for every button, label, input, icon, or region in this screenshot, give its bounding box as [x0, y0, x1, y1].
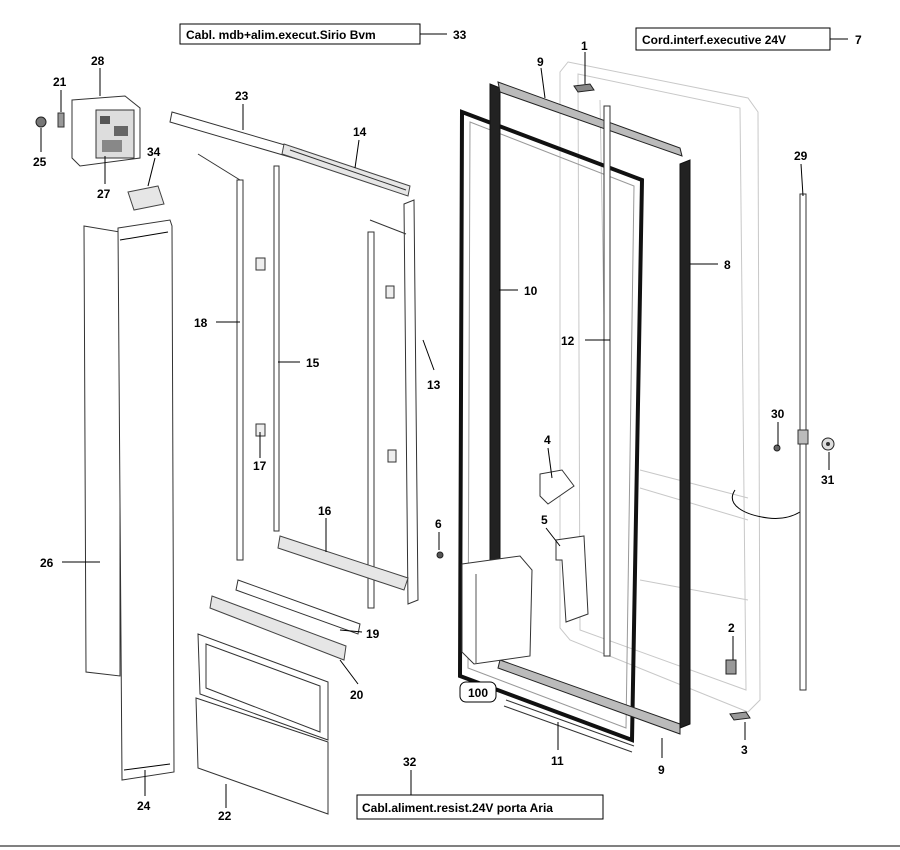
label-12: 12 — [561, 334, 575, 348]
label-21: 21 — [53, 75, 67, 89]
profile-part-14 — [281, 143, 411, 197]
bracket-part-2 — [725, 659, 737, 675]
kickplate-part-22 — [195, 697, 329, 815]
control-board-part-28 — [71, 95, 141, 167]
label-10: 10 — [524, 284, 538, 298]
callout-32: Cabl.aliment.resist.24V porta Aria 32 — [356, 755, 604, 820]
side-panel-part-26 — [83, 225, 121, 677]
label-16: 16 — [318, 504, 332, 518]
label-31: 31 — [821, 473, 835, 487]
label-9-bottom: 9 — [658, 763, 665, 777]
profile-part-11 — [503, 699, 635, 753]
clip-part-3 — [729, 711, 751, 721]
label-17: 17 — [253, 459, 267, 473]
callout-7: Cord.interf.executive 24V 7 — [635, 27, 862, 51]
label-2: 2 — [728, 621, 735, 635]
label-26: 26 — [40, 556, 54, 570]
label-3: 3 — [741, 743, 748, 757]
rod-part-18 — [197, 153, 244, 561]
label-18: 18 — [194, 316, 208, 330]
label-14: 14 — [353, 125, 367, 139]
callout-33-text: Cabl. mdb+alim.execut.Sirio Bvm — [186, 28, 376, 42]
gasket-part-8 — [679, 159, 691, 729]
label-11: 11 — [551, 754, 564, 768]
screw-part-30 — [773, 444, 781, 452]
gasket-part-9-top — [489, 81, 683, 661]
callout-33: Cabl. mdb+alim.execut.Sirio Bvm 33 — [179, 23, 467, 45]
side-panel-part-24 — [117, 219, 175, 781]
label-27: 27 — [97, 187, 111, 201]
nut-part-25 — [35, 116, 47, 128]
label-19: 19 — [366, 627, 380, 641]
label-29: 29 — [794, 149, 808, 163]
screw-part-6 — [436, 551, 444, 559]
callout-7-text: Cord.interf.executive 24V — [642, 33, 786, 47]
hinge-rod-part-29 — [797, 193, 809, 691]
label-13: 13 — [427, 378, 441, 392]
hinge-part-1 — [573, 83, 595, 93]
label-23: 23 — [235, 89, 249, 103]
label-30: 30 — [771, 407, 785, 421]
label-9-top: 9 — [537, 55, 544, 69]
bracket-part-5 — [555, 535, 589, 623]
label-5: 5 — [541, 513, 548, 527]
profile-part-20 — [209, 595, 347, 661]
gasket-part-9-bottom — [497, 659, 681, 735]
label-6: 6 — [435, 517, 442, 531]
label-15: 15 — [306, 356, 320, 370]
label-33: 33 — [453, 28, 467, 42]
label-34: 34 — [147, 145, 161, 159]
connector-part-21 — [57, 112, 65, 128]
rod-part-15 — [273, 165, 280, 532]
bracket-part-4 — [539, 469, 575, 505]
clip-part-34 — [127, 185, 165, 211]
label-22: 22 — [218, 809, 232, 823]
junction-box-part-100 — [459, 555, 533, 703]
kickplate-frame-part-22-top — [197, 633, 329, 741]
label-4: 4 — [544, 433, 551, 447]
label-20: 20 — [350, 688, 364, 702]
label-28: 28 — [91, 54, 105, 68]
label-24: 24 — [137, 799, 151, 813]
washer-part-31 — [821, 437, 835, 451]
label-1: 1 — [581, 39, 588, 53]
leader-lines — [40, 52, 830, 808]
hinge-strip-part-12 — [603, 105, 611, 657]
bracket-part-16 — [277, 535, 409, 591]
profile-part-13 — [367, 199, 419, 609]
gasket-frame-part-10 — [457, 109, 645, 743]
profile-part-19 — [235, 579, 361, 635]
clip-part-17 — [255, 257, 266, 437]
label-100: 100 — [468, 686, 488, 700]
part-number-labels: 1 9 8 10 12 4 5 6 2 3 9 11 29 30 31 13 1… — [33, 39, 835, 823]
label-7: 7 — [855, 33, 862, 47]
label-32: 32 — [403, 755, 417, 769]
callout-32-text: Cabl.aliment.resist.24V porta Aria — [362, 801, 553, 815]
label-8: 8 — [724, 258, 731, 272]
label-25: 25 — [33, 155, 47, 169]
